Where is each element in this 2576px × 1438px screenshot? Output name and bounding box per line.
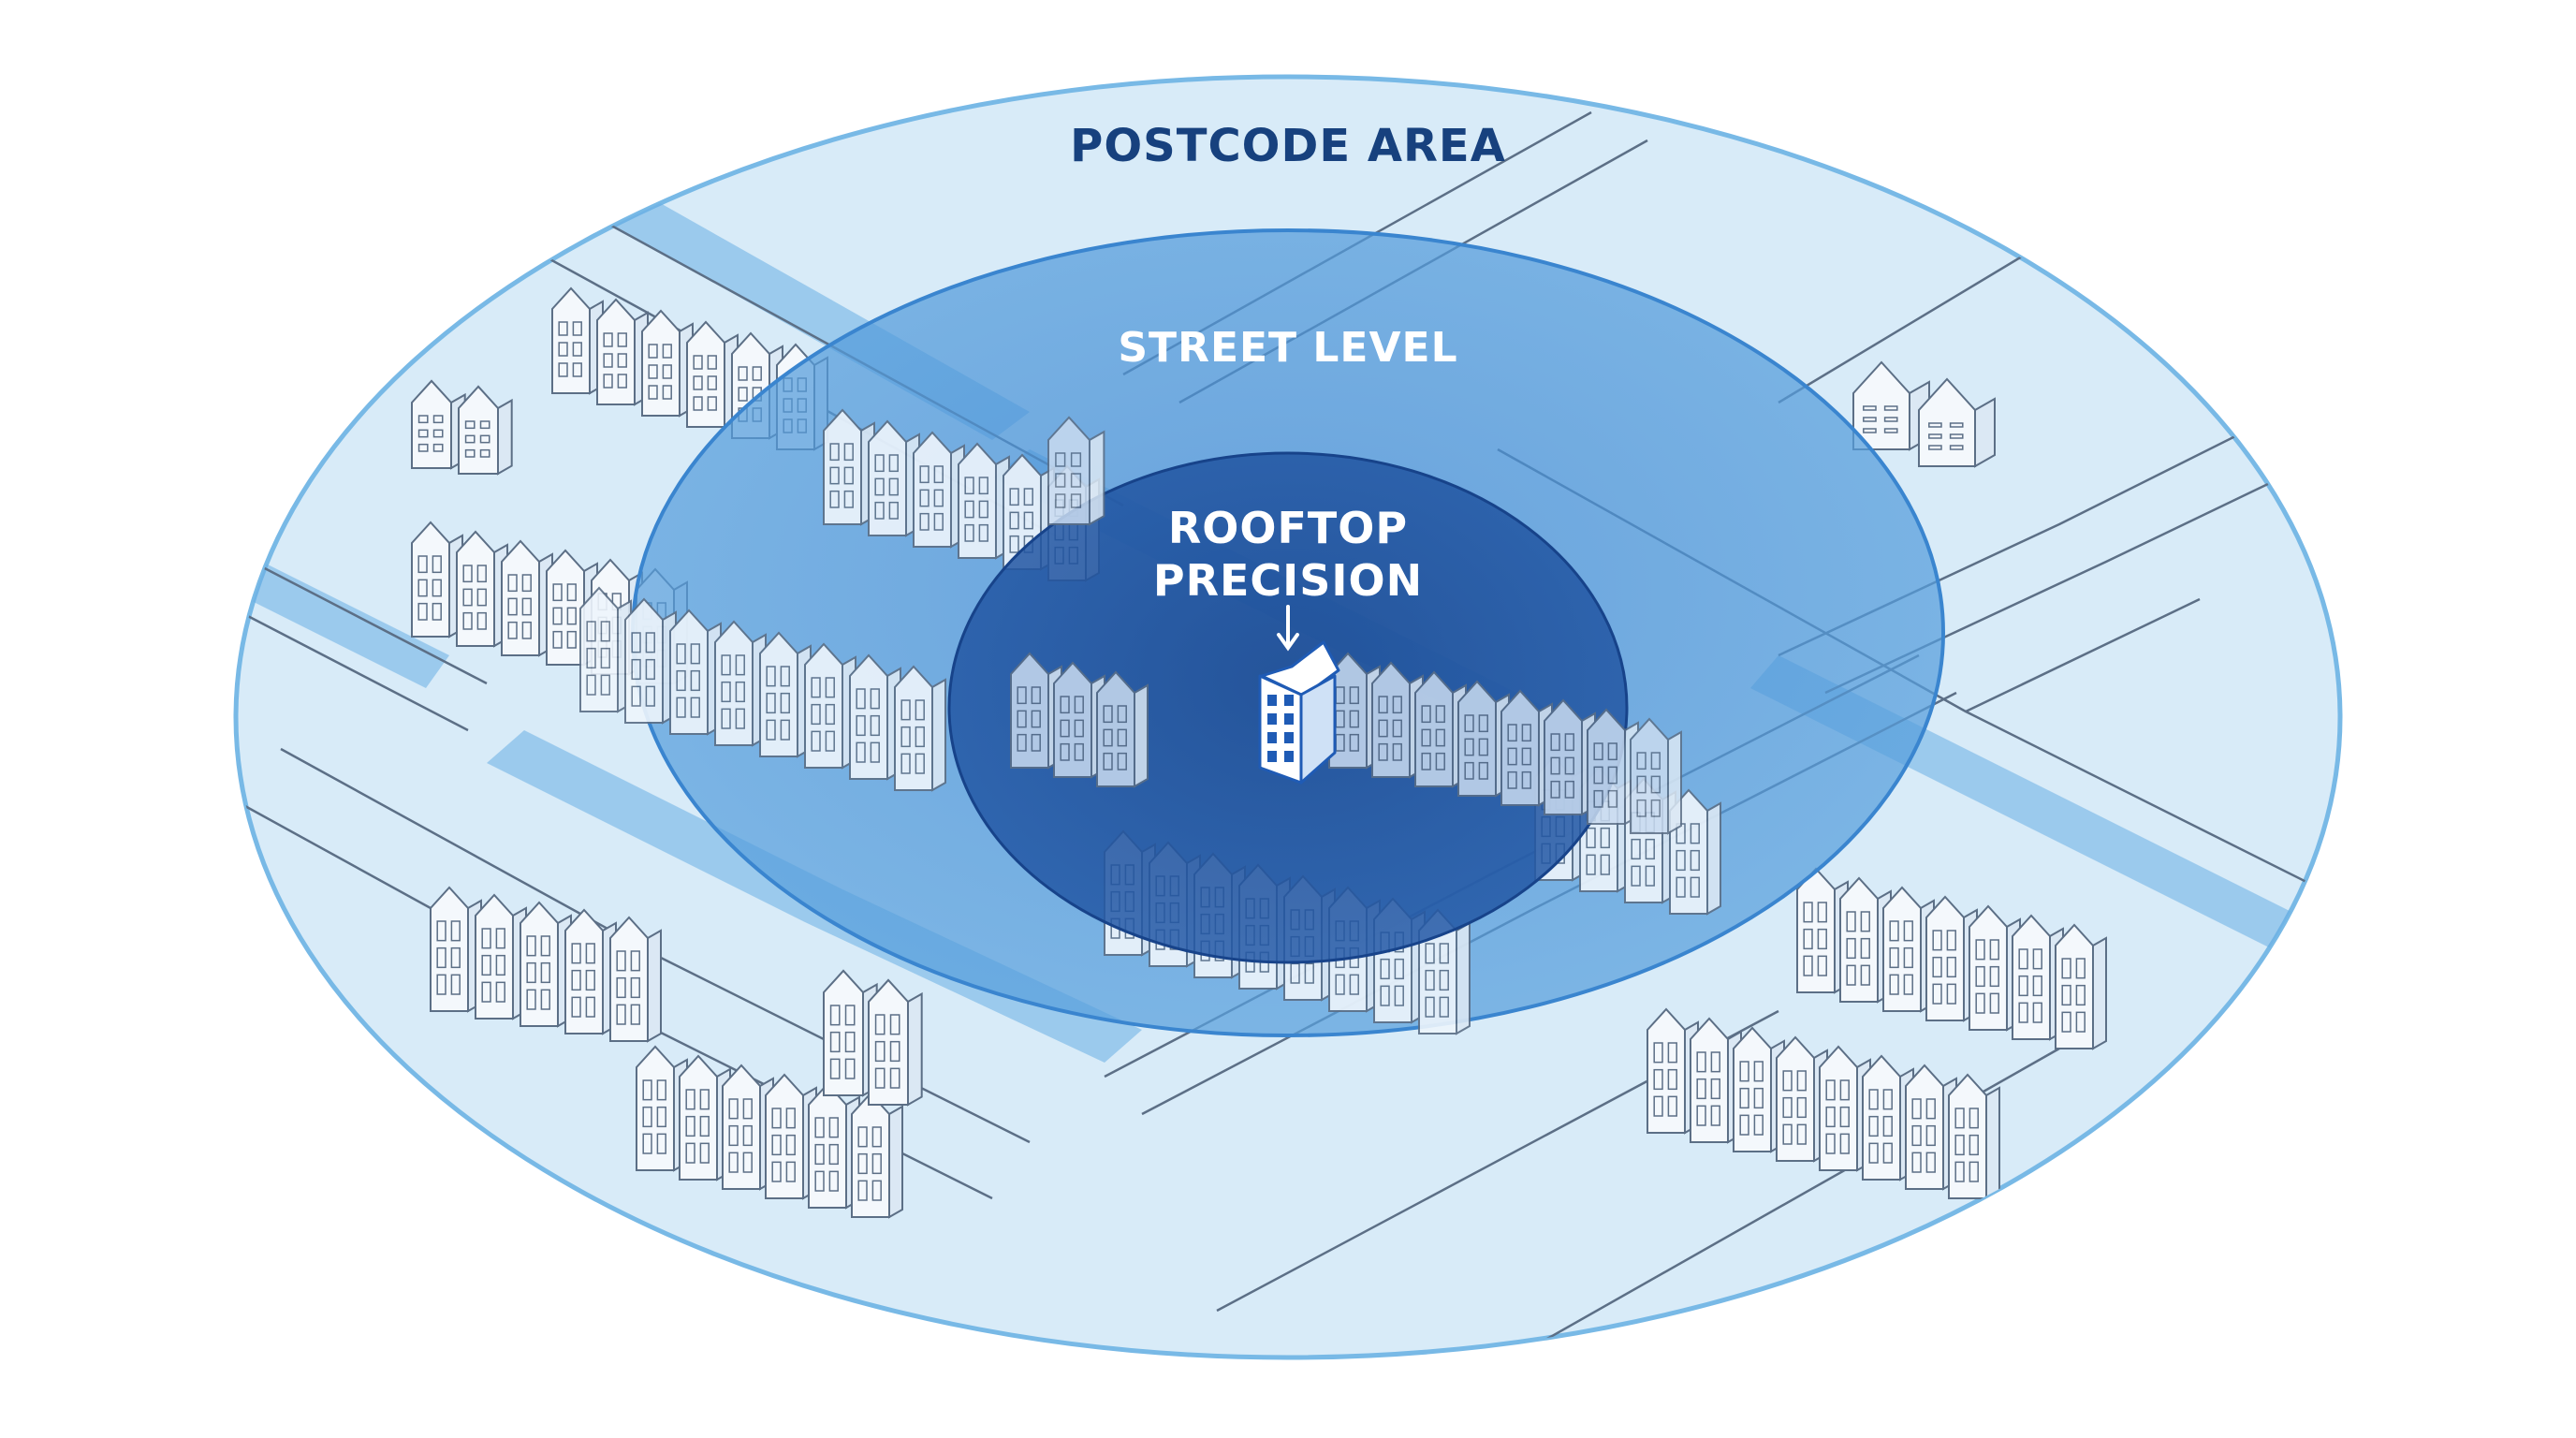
street-level-label: STREET LEVEL (1118, 324, 1458, 372)
building (868, 978, 923, 1107)
target-window (1284, 751, 1294, 762)
target-window (1267, 695, 1277, 706)
building (759, 631, 812, 758)
rooftop-label-line-2: PRECISION (1152, 555, 1424, 606)
building (411, 521, 463, 638)
target-window (1267, 732, 1277, 743)
buildings-outer (411, 286, 2107, 1219)
building (624, 597, 677, 725)
building (958, 442, 1010, 560)
street-line (1965, 597, 2201, 713)
building (1630, 717, 1682, 835)
building (1047, 416, 1105, 526)
street-line (236, 597, 469, 732)
postcode-area-label: POSTCODE AREA (1070, 120, 1506, 172)
building (804, 642, 856, 770)
buildings-roof (1010, 416, 1682, 835)
building (823, 408, 875, 526)
building (894, 665, 946, 792)
building (714, 620, 767, 747)
building (609, 916, 662, 1043)
building (501, 539, 553, 657)
building (564, 908, 617, 1035)
building (2055, 923, 2107, 1050)
target-window (1267, 713, 1277, 725)
building (475, 893, 527, 1020)
street-line (236, 550, 488, 685)
building (1096, 670, 1149, 788)
rooftop-label-line-1: ROOFTOP (1167, 503, 1409, 553)
map-content (236, 110, 2340, 1357)
target-window (1284, 732, 1294, 743)
down-arrow-icon (1277, 605, 1299, 652)
building (913, 431, 965, 549)
building (579, 586, 632, 713)
building (1918, 377, 1996, 468)
target-window (1267, 751, 1277, 762)
building (851, 1092, 903, 1219)
building (868, 419, 920, 537)
building (669, 609, 722, 736)
target-building-icon (1258, 640, 1340, 785)
building (520, 901, 572, 1028)
canal (239, 562, 449, 688)
building (1948, 1073, 2000, 1200)
building (456, 530, 508, 648)
street-line (1778, 232, 2060, 404)
target-window (1284, 695, 1294, 706)
target-window (1284, 713, 1294, 725)
rooftop-precision-label: ROOFTOP PRECISION (1153, 502, 1423, 607)
building (849, 653, 901, 781)
building (430, 886, 482, 1013)
building (458, 385, 513, 476)
